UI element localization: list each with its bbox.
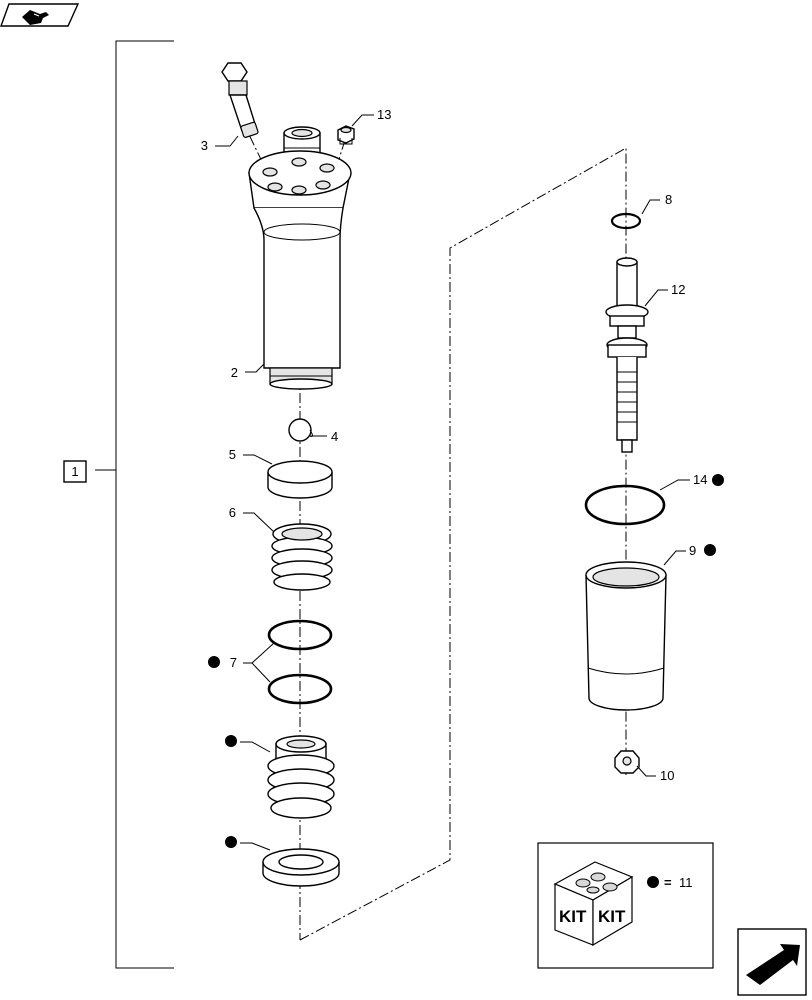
callout-7: 7 xyxy=(230,655,237,670)
part-7-o-rings xyxy=(267,619,333,705)
callout-14: 14 xyxy=(693,472,707,487)
callout-13: 13 xyxy=(377,107,391,122)
kit-dot-14 xyxy=(712,474,724,486)
part-9-sleeve xyxy=(585,561,667,711)
callout-8: 8 xyxy=(665,192,672,207)
kit-dot-piston xyxy=(225,735,237,747)
assembly-bracket xyxy=(63,40,174,969)
part-5-disc xyxy=(267,460,333,499)
part-10-nut xyxy=(614,750,640,774)
kit-legend xyxy=(537,842,714,969)
kit-label-right: KIT xyxy=(598,907,626,926)
kit-legend-dot xyxy=(647,876,659,888)
assembly-number-label: 1 xyxy=(71,464,78,479)
arrow-next-icon xyxy=(746,944,800,985)
nav-next-button[interactable] xyxy=(737,928,807,996)
callout-9: 9 xyxy=(689,543,696,558)
kit-dot-7 xyxy=(208,656,220,668)
callout-10: 10 xyxy=(660,768,674,783)
nav-back-button[interactable] xyxy=(0,3,80,27)
callout-3: 3 xyxy=(201,138,208,153)
callout-2: 2 xyxy=(231,365,238,380)
kit-dot-washer xyxy=(225,836,237,848)
part-3-bleed-screw xyxy=(221,62,259,138)
hand-pointer-icon xyxy=(22,10,49,25)
part-4-ball xyxy=(288,418,312,442)
kit-dot-9 xyxy=(704,544,716,556)
kit-box-icon xyxy=(553,861,634,947)
callout-5: 5 xyxy=(229,447,236,462)
leader-lines xyxy=(215,114,690,851)
part-2-housing xyxy=(248,126,352,390)
callout-12: 12 xyxy=(671,282,685,297)
part-6-spring xyxy=(271,523,333,591)
kit-part-piston xyxy=(267,735,335,819)
kit-markers xyxy=(208,474,724,848)
callout-6: 6 xyxy=(229,505,236,520)
kit-number: 11 xyxy=(679,875,693,890)
kit-equals-sign: = xyxy=(664,875,672,890)
part-13-plug xyxy=(337,125,355,145)
part-8-snap-ring xyxy=(610,212,642,230)
kit-part-washer xyxy=(262,848,340,887)
kit-label-left: KIT xyxy=(559,907,587,926)
part-14-o-ring xyxy=(584,484,666,526)
callout-4: 4 xyxy=(331,429,338,444)
part-12-valve-stem xyxy=(605,257,649,453)
